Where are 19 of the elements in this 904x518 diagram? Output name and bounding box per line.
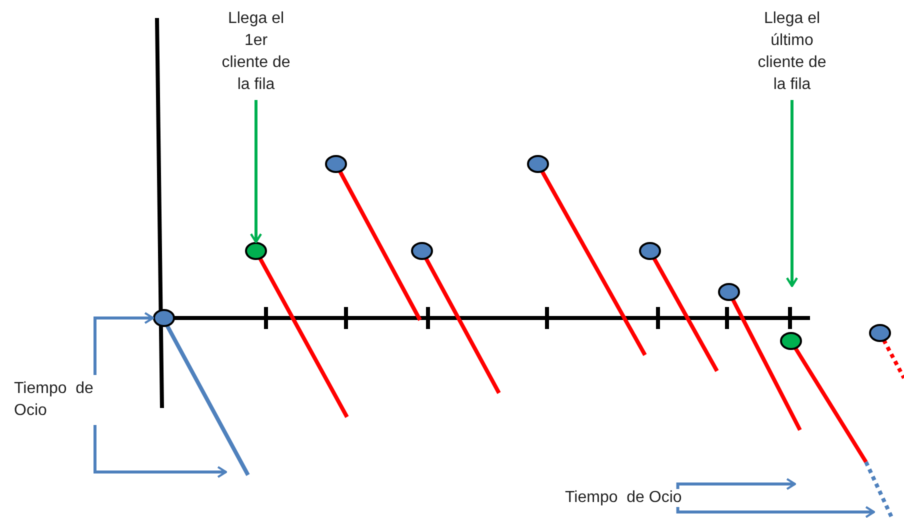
arrow bbox=[676, 478, 796, 490]
arrow bbox=[94, 425, 228, 478]
annotation-text: Tiempo de Ocio bbox=[14, 378, 124, 422]
arrival-dot bbox=[639, 242, 661, 260]
arrow bbox=[250, 100, 262, 244]
arrow bbox=[786, 100, 798, 288]
arrival-dot bbox=[869, 324, 891, 342]
arrival-dot bbox=[245, 242, 267, 260]
annotation-text: Tiempo de Ocio bbox=[565, 487, 682, 509]
arrival-dot bbox=[718, 283, 740, 301]
arrow bbox=[94, 312, 154, 375]
arrival-dot bbox=[411, 242, 433, 260]
arrow bbox=[676, 506, 876, 518]
arrival-dot bbox=[153, 309, 175, 327]
annotation-text: Llega el último cliente de la fila bbox=[750, 8, 834, 96]
arrival-dot bbox=[527, 155, 549, 173]
arrival-dot bbox=[780, 332, 802, 350]
arrival-dot bbox=[325, 155, 347, 173]
annotation-text: Llega el 1er cliente de la fila bbox=[220, 8, 292, 96]
